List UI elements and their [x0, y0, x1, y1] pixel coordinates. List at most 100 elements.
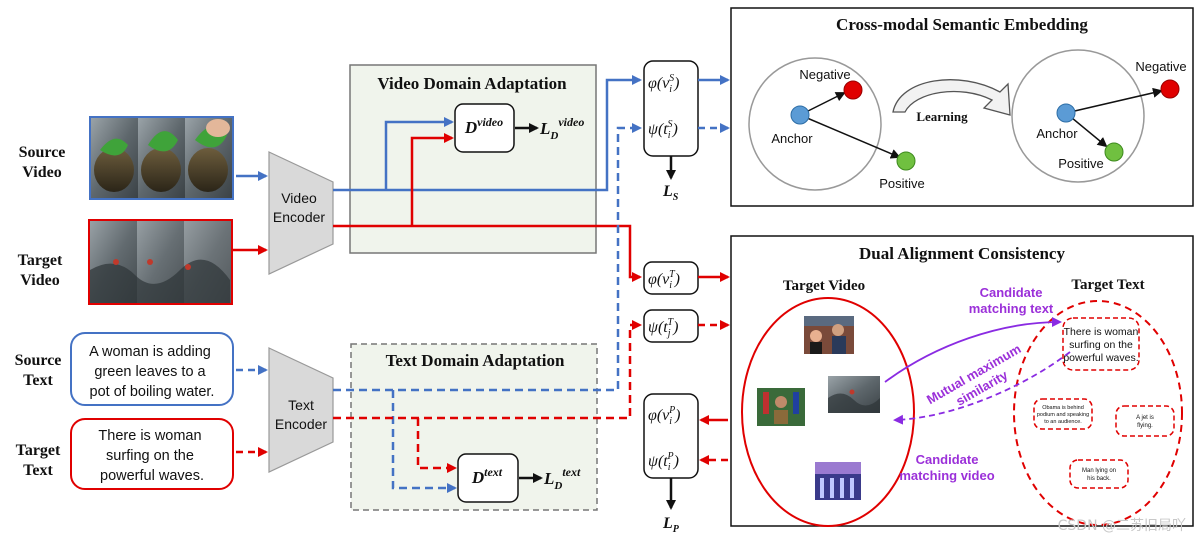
positive-label-after: Positive	[1058, 156, 1104, 171]
source-caption: A woman is adding green leaves to a pot …	[89, 344, 215, 400]
video-loss-sub: D	[549, 130, 558, 142]
target-video-projection-p: φ(viP)	[648, 405, 681, 427]
target-caption-line2: surfing on the	[106, 448, 194, 464]
target-text-projection-p-close: )	[673, 453, 679, 470]
text-adaptation-loss: LDtext	[543, 465, 581, 492]
video-discriminator	[454, 103, 515, 153]
loss-p: LP	[662, 515, 680, 535]
text-discriminator-sup: text	[484, 465, 503, 479]
target-caption: There is woman surfing on the powerful w…	[98, 428, 205, 484]
loss-s-sub: S	[673, 192, 679, 203]
text-sample-main-line1: There is woman	[1064, 326, 1139, 338]
source-video-projection-sup: S	[669, 73, 674, 84]
anchor-negative-after	[1065, 87, 1163, 114]
target-video-projection-t-sub: i	[669, 280, 672, 291]
source-text-flow	[333, 123, 642, 392]
anchor-label-before: Anchor	[771, 131, 813, 146]
anchor-label-after: Anchor	[1036, 126, 1078, 141]
text-sample-obama-line1: Obama is behind	[1042, 405, 1084, 411]
target-text-projection-p-sub: i	[668, 462, 671, 473]
target-text-projection-p-fn: ψ(t	[648, 453, 668, 470]
text-sample-main-line3: powerful waves.	[1063, 352, 1138, 364]
target-text-projection-t-sup: T	[668, 317, 675, 328]
watermark: CSDN @二苏旧局吖	[1057, 518, 1186, 534]
text-encoder-line2: Encoder	[275, 416, 327, 432]
video-loss-symbol: L	[539, 119, 550, 138]
source-video-flow	[333, 75, 642, 192]
target-caption-line3: powerful waves.	[100, 468, 204, 484]
text-sample-obama-line3: to an audience.	[1044, 419, 1082, 425]
target-video-cluster	[741, 297, 915, 527]
source-text-projection-sup: S	[668, 119, 673, 130]
text-sample-obama-line2: podium and speaking	[1037, 412, 1089, 418]
text-sample-jet-box	[1115, 405, 1175, 437]
target-text-projection-t-fn: ψ(t	[648, 319, 668, 336]
source-text-to-discriminator	[391, 390, 457, 493]
candidate-video-curve	[893, 351, 1071, 425]
target-text-projection-t-sub: j	[666, 328, 671, 339]
video-encoder-line2: Encoder	[273, 209, 325, 225]
dual-alignment-title: Dual Alignment Consistency	[859, 244, 1065, 263]
learning-arrow	[892, 79, 1011, 116]
text-sample-main-line2: surfing on the	[1069, 339, 1133, 351]
source-text-label-line2: Text	[23, 372, 53, 389]
target-video-projection-p-fn: φ(v	[648, 407, 670, 424]
text-discriminator-symbol: D	[471, 468, 484, 487]
video-encoder	[268, 151, 334, 275]
video-domain-adaptation-title: Video Domain Adaptation	[377, 74, 567, 93]
text-sample-jet-line1: A jet is	[1136, 415, 1154, 421]
target-video-title: Target Video	[783, 278, 865, 294]
text-encoder-line1: Text	[288, 397, 314, 413]
positive-dot-before	[896, 151, 916, 171]
source-video-projection: φ(viS)	[648, 73, 679, 95]
learning-label: Learning	[916, 109, 968, 124]
anchor-positive-before	[799, 114, 901, 159]
video-adaptation-loss: LDvideo	[539, 115, 584, 142]
source-text-projection: ψ(tiS)	[648, 119, 678, 141]
target-text-projection-t: ψ(tjT)	[648, 317, 678, 339]
text-loss-sup: text	[562, 465, 581, 479]
source-text-projection-close: )	[672, 121, 678, 138]
source-video-projection-fn: φ(v	[648, 75, 670, 92]
target-text-label-line1: Target	[16, 442, 61, 459]
target-video-projection-t-fn: φ(v	[648, 271, 670, 288]
video-thumb-stage	[815, 462, 861, 500]
text-loss-sub: D	[553, 480, 562, 492]
target-text-cluster	[1013, 300, 1183, 526]
video-domain-adaptation-box	[349, 64, 597, 254]
video-thumb-news	[804, 316, 854, 354]
video-loss-sup: video	[558, 115, 584, 129]
positive-dot-after	[1104, 142, 1124, 162]
candidate-text-line1: Candidate	[980, 285, 1043, 300]
source-caption-line3: pot of boiling water.	[90, 384, 215, 400]
video-discriminator-symbol: D	[464, 118, 477, 137]
text-discriminator	[457, 453, 519, 503]
source-text-projection-sub: i	[668, 130, 671, 141]
target-caption-line1: There is woman	[98, 428, 201, 444]
source-caption-line1: A woman is adding	[89, 344, 211, 360]
text-encoder	[268, 347, 334, 473]
target-video-projection-p-sub: i	[669, 416, 672, 427]
source-caption-line2: green leaves to a	[94, 364, 206, 380]
target-text-projection-t-close: )	[672, 319, 678, 336]
loss-s: LS	[662, 183, 679, 203]
cross-modal-panel	[730, 7, 1194, 207]
source-video-label-line2: Video	[22, 164, 61, 181]
source-text-label-line1: Source	[15, 352, 62, 369]
text-loss-symbol: L	[543, 469, 554, 488]
candidate-video-line1: Candidate	[916, 452, 979, 467]
target-text-flow	[333, 320, 642, 420]
target-text-projection-p: ψ(tiP)	[648, 451, 679, 473]
anchor-dot-before	[790, 105, 810, 125]
target-text-projection-p-sup: P	[667, 451, 674, 462]
target-text-label-line2: Text	[23, 462, 53, 479]
